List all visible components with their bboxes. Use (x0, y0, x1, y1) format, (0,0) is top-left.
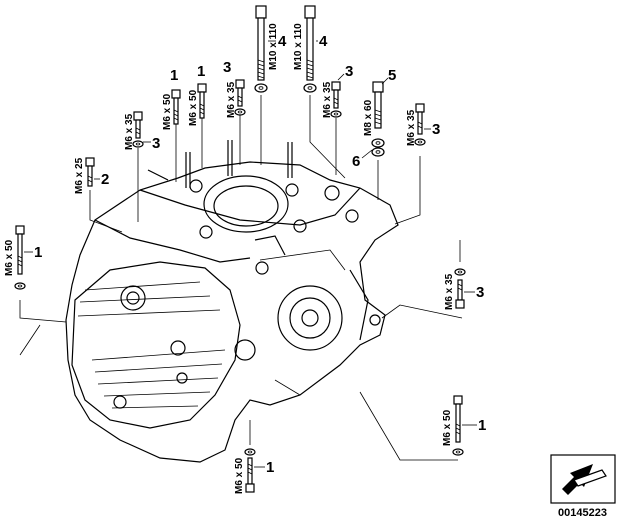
bolt-icon (244, 448, 256, 493)
bolt-icon (330, 81, 342, 118)
callout-p1c: 1 (34, 244, 42, 261)
spec-label-p1d: M6 x 50 (442, 409, 453, 446)
spec-label-p3e: M6 x 35 (444, 273, 455, 310)
callout-p4a: 4 (278, 33, 287, 50)
bolt-icon (234, 79, 246, 116)
callout-p4b: 4 (319, 33, 328, 50)
spec-labels: M6 x 50 M6 x 50 M6 x 35 M6 x 35 M10 x 11… (4, 23, 455, 494)
spec-label-p3b: M6 x 35 (124, 113, 135, 150)
spec-label-p3c: M6 x 35 (322, 81, 333, 118)
bolt-icon (132, 111, 144, 148)
leader-lines (19, 95, 463, 461)
document-stamp: 00145223 (550, 454, 616, 519)
callout-p3a: 3 (223, 59, 231, 76)
spec-label-p1b: M6 x 50 (188, 89, 199, 126)
crankcase-drawing (65, 140, 399, 463)
callout-p1b: 1 (197, 63, 205, 80)
bolt-icon (197, 83, 207, 119)
spec-label-p1a: M6 x 50 (162, 93, 173, 130)
spec-label-p4b: M10 x 110 (293, 23, 304, 70)
callout-p1d: 1 (478, 417, 486, 434)
fasteners (14, 5, 466, 493)
bolt-icon (14, 225, 26, 290)
spec-label-p5: M8 x 60 (363, 99, 374, 136)
callouts: 1 1 3 3 4 4 3 5 6 3 2 1 3 1 1 (24, 33, 486, 476)
callout-p1e: 1 (266, 459, 274, 476)
callout-p1a: 1 (170, 67, 178, 84)
spec-label-p3d: M6 x 35 (406, 109, 417, 146)
bolt-icon (303, 5, 317, 93)
bolt-icon (414, 103, 426, 146)
spec-label-p3a: M6 x 35 (226, 81, 237, 118)
document-number: 00145223 (558, 507, 607, 519)
bolt-icon (254, 5, 268, 93)
bolt-icon (85, 157, 95, 187)
bolt-icon (454, 268, 466, 309)
spec-label-p4a: M10 x 110 (268, 23, 279, 70)
bolt-icon (171, 89, 181, 125)
callout-p3e: 3 (476, 284, 484, 301)
bolt-icon (452, 395, 464, 456)
callout-p3d: 3 (432, 121, 440, 138)
callout-p5: 5 (388, 67, 396, 84)
spec-label-p2: M6 x 25 (74, 157, 85, 194)
callout-p2: 2 (101, 171, 109, 188)
callout-p6: 6 (352, 153, 360, 170)
washer-icon (371, 138, 385, 157)
callout-p3b: 3 (152, 135, 160, 152)
callout-p3c: 3 (345, 63, 353, 80)
bolt-icon (372, 81, 384, 129)
spec-label-p1c: M6 x 50 (4, 239, 15, 276)
spec-label-p1e: M6 x 50 (234, 457, 245, 494)
